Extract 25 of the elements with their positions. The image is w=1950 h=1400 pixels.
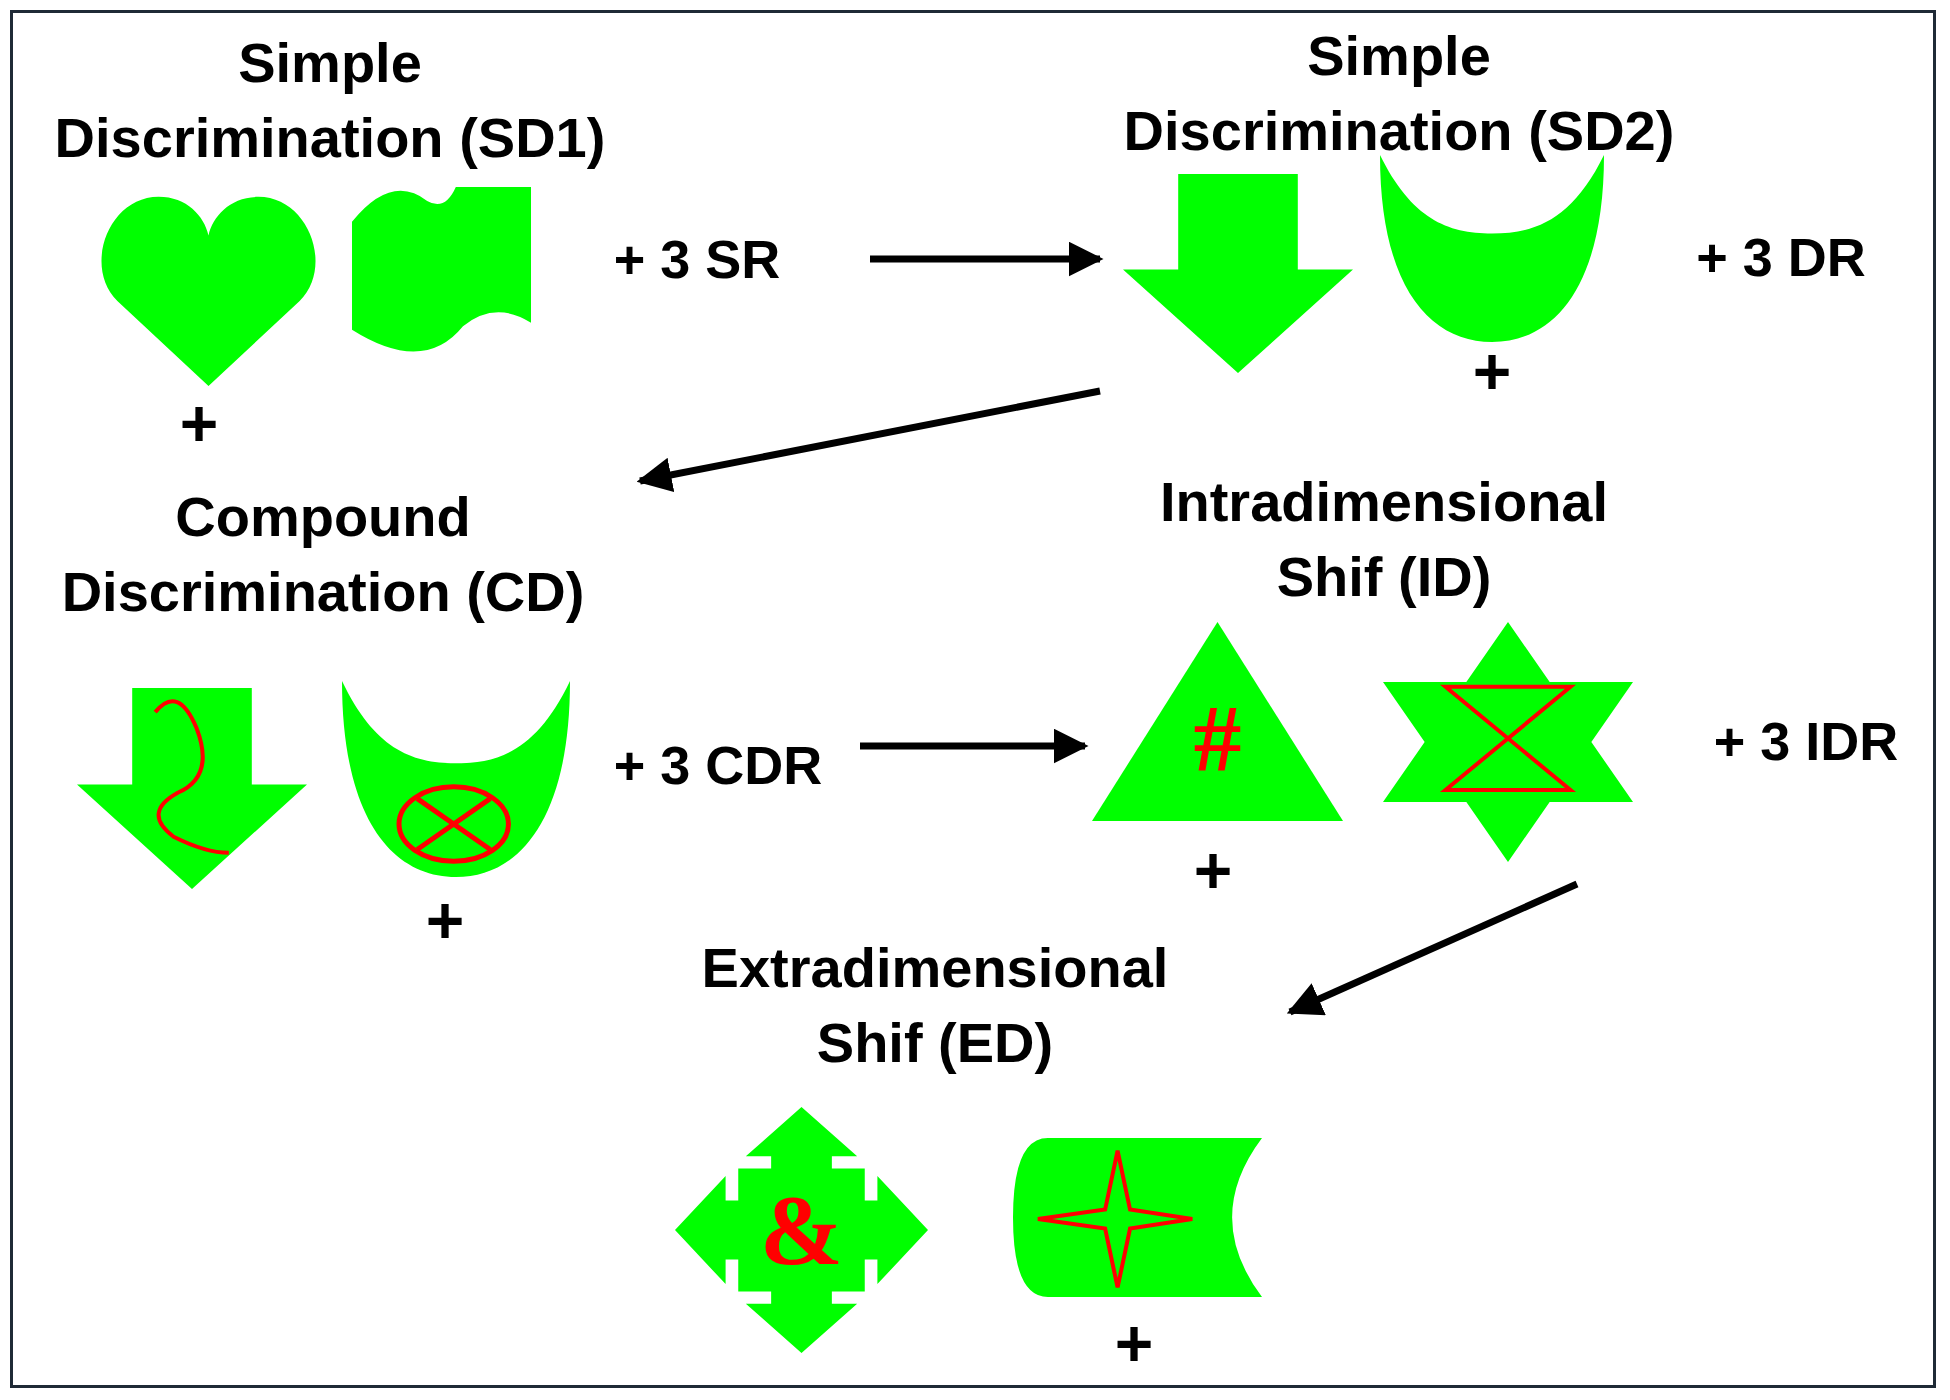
down-arrow-shape xyxy=(1123,174,1353,373)
triangle-shape xyxy=(1092,622,1343,821)
stage-title: Simple Discrimination (SD1) xyxy=(53,30,607,171)
reward-label: + 3 CDR xyxy=(613,738,823,792)
stage-title: Extradimensional Shif (ED) xyxy=(700,935,1170,1076)
cross-arrows-shape xyxy=(675,1107,928,1353)
arrow xyxy=(636,387,1101,493)
crescent-shape xyxy=(342,681,570,877)
plus-sign: + xyxy=(1114,1310,1154,1376)
plus-sign: + xyxy=(1193,837,1233,903)
stage-title: Compound Discrimination (CD) xyxy=(60,484,586,625)
stage-title: Simple Discrimination (SD2) xyxy=(1122,23,1676,164)
cylinder-shape xyxy=(1013,1138,1262,1297)
arrow xyxy=(1286,880,1579,1016)
symbol-text: # xyxy=(1193,690,1242,787)
plus-sign: + xyxy=(179,390,219,456)
hexagram-shape xyxy=(1383,622,1633,862)
plus-sign: + xyxy=(1472,338,1512,404)
stage-title: Intradimensional Shif (ID) xyxy=(1158,469,1610,610)
symbol-text: & xyxy=(759,1180,844,1280)
reward-label: + 3 SR xyxy=(613,232,781,286)
down-arrow-shape xyxy=(77,688,307,889)
plus-sign: + xyxy=(425,887,465,953)
reward-label: + 3 IDR xyxy=(1713,714,1899,768)
reward-label: + 3 DR xyxy=(1696,230,1866,284)
